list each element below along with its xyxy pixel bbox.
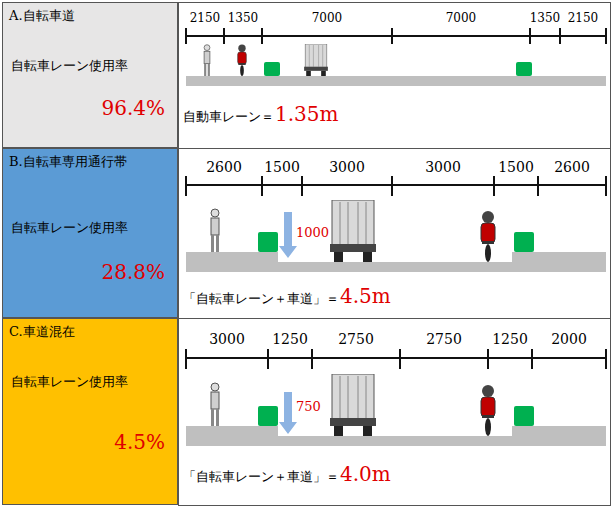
dimension-number: 2750 <box>426 332 462 347</box>
offset-value: 1000 <box>296 226 329 240</box>
lane-width-value: 4.5m <box>340 285 391 307</box>
lane-width-label: 自動車レーン＝ <box>183 110 274 124</box>
dimension-number: 7000 <box>312 12 343 25</box>
usage-label: 自転車レーン使用率 <box>11 221 128 235</box>
dimension-number: 1350 <box>530 12 561 25</box>
dimension-number: 1250 <box>492 332 528 347</box>
usage-label: 自転車レーン使用率 <box>11 59 128 73</box>
dimension-number: 2750 <box>338 332 374 347</box>
category-panel: A.自転車道自転車レーン使用率 96.4% <box>2 2 178 148</box>
dimension-number: 7000 <box>446 12 477 25</box>
dimension-number: 1500 <box>498 160 534 175</box>
dimension-number: 3000 <box>209 332 245 347</box>
panel-title: C.車道混在 <box>9 325 75 339</box>
dimension-number: 1500 <box>264 160 300 175</box>
dimension-number: 3000 <box>425 160 461 175</box>
category-panel: C.車道混在自転車レーン使用率 4.5% <box>2 318 178 505</box>
usage-label: 自転車レーン使用率 <box>11 375 128 389</box>
lane-width-value: 1.35m <box>275 103 339 125</box>
usage-rate: 28.8% <box>101 261 165 283</box>
panel-title: A.自転車道 <box>9 9 75 23</box>
category-panel: B.自転車専用通行帯自転車レーン使用率 28.8% <box>2 148 178 318</box>
lane-width-label: 「自転車レーン＋車道」＝ <box>183 292 339 306</box>
dimension-number: 1250 <box>272 332 308 347</box>
lane-width-label: 「自転車レーン＋車道」＝ <box>183 470 339 484</box>
dimension-number: 2150 <box>190 12 221 25</box>
dimension-number: 2000 <box>551 332 587 347</box>
dimension-number: 1350 <box>228 12 259 25</box>
panel-title: B.自転車専用通行帯 <box>9 155 127 169</box>
offset-value: 750 <box>296 400 321 414</box>
dimension-number: 2600 <box>554 160 590 175</box>
dimension-number: 2150 <box>568 12 599 25</box>
lane-width-value: 4.0m <box>340 463 391 485</box>
usage-rate: 96.4% <box>101 97 165 119</box>
dimension-number: 2600 <box>206 160 242 175</box>
dimension-number: 3000 <box>329 160 365 175</box>
usage-rate: 4.5% <box>114 431 165 453</box>
